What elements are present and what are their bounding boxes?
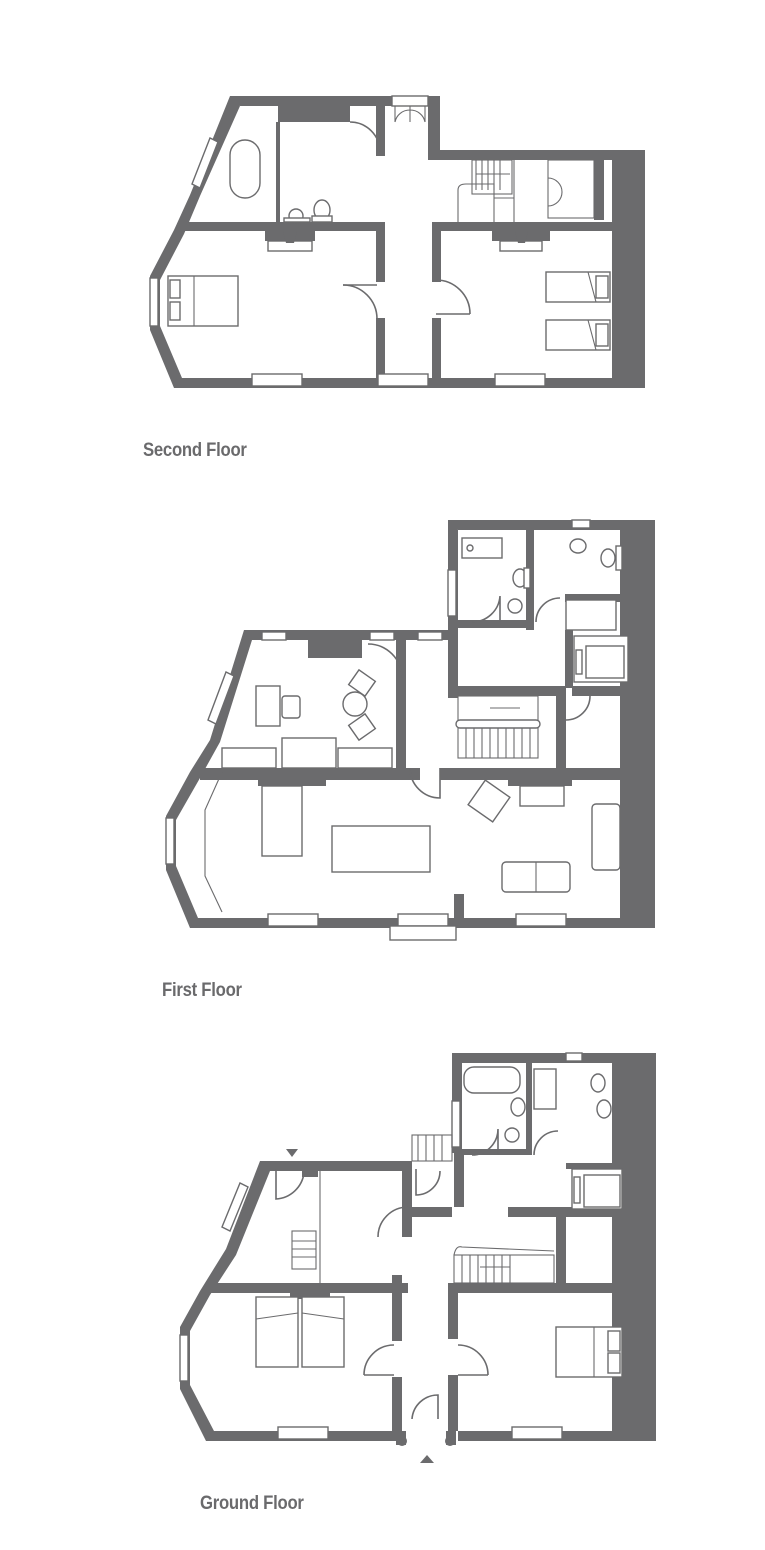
first-floor-furniture bbox=[221, 668, 621, 893]
ground-floor-drawing bbox=[179, 1052, 656, 1463]
first-floor-walls bbox=[166, 520, 655, 928]
second-floor-drawing bbox=[149, 95, 645, 388]
first-floor-bathroom-fixtures bbox=[461, 537, 629, 683]
ground-floor-doors bbox=[275, 1128, 559, 1420]
ground-floor-entrances bbox=[286, 1149, 456, 1463]
ground-floor-windows bbox=[179, 1052, 583, 1440]
second-floor-stairs bbox=[457, 159, 595, 222]
first-floor-label: First Floor bbox=[162, 980, 242, 1001]
ground-floor-stairs bbox=[291, 1134, 555, 1284]
second-floor-beds bbox=[167, 271, 611, 351]
first-floor-stairs bbox=[455, 695, 541, 759]
ground-floor-plan: Ground Floor bbox=[0, 1045, 765, 1514]
main-entrance-arrow-icon bbox=[420, 1455, 434, 1463]
first-floor-doors bbox=[367, 595, 591, 799]
ground-floor-beds bbox=[255, 1296, 623, 1378]
ground-floor-bathroom-fixtures bbox=[463, 1066, 623, 1210]
second-floor-walls bbox=[150, 96, 645, 388]
side-entrance-arrow-icon bbox=[286, 1149, 298, 1157]
first-floor-plan: First Floor bbox=[0, 510, 765, 1001]
ground-floor-label: Ground Floor bbox=[200, 1493, 304, 1514]
second-floor-plan: Second Floor bbox=[0, 0, 765, 461]
second-floor-windows bbox=[149, 95, 546, 387]
first-floor-windows bbox=[165, 519, 591, 941]
second-floor-label: Second Floor bbox=[143, 440, 247, 461]
first-floor-drawing bbox=[165, 519, 655, 941]
second-floor-bathroom-fixtures bbox=[229, 139, 333, 224]
ground-floor-walls bbox=[180, 1053, 656, 1441]
second-floor-doors bbox=[342, 106, 471, 320]
second-floor-fireplaces bbox=[265, 231, 550, 252]
